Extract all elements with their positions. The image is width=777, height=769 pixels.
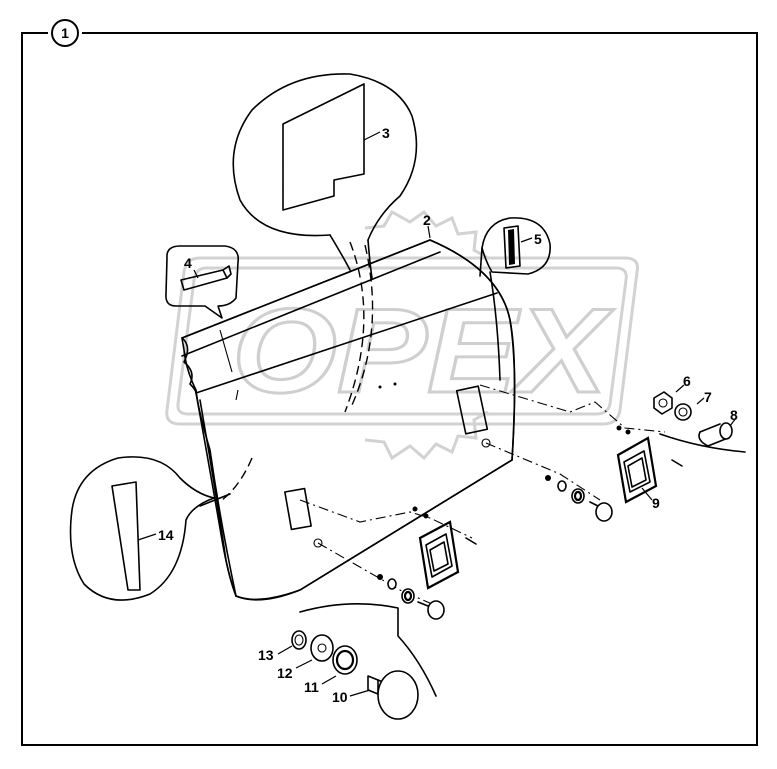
part-label-2: 2 bbox=[423, 212, 431, 228]
opex-watermark: OPEX bbox=[165, 209, 639, 461]
leader-lines bbox=[137, 131, 737, 697]
part-label-10: 10 bbox=[332, 689, 348, 705]
fastener-stack-upper bbox=[545, 475, 613, 522]
assembly-badge: 1 bbox=[48, 19, 82, 47]
handle-upper bbox=[616, 425, 683, 504]
part-label-9: 9 bbox=[652, 495, 660, 511]
part-label-7: 7 bbox=[704, 389, 712, 405]
part-label-13: 13 bbox=[258, 647, 274, 663]
parts-6-7-8 bbox=[653, 391, 746, 453]
part-label-3: 3 bbox=[382, 125, 390, 141]
assembly-number: 1 bbox=[61, 25, 69, 41]
callout-bubble-4 bbox=[165, 245, 240, 319]
fastener-stack-lower bbox=[377, 574, 445, 620]
callout-bubble-5 bbox=[479, 217, 551, 277]
part-label-5: 5 bbox=[534, 231, 542, 247]
callout-bubble-14 bbox=[69, 456, 231, 601]
handle-lower bbox=[412, 506, 477, 590]
callout-bubble-3 bbox=[232, 73, 418, 279]
part-label-4: 4 bbox=[184, 255, 192, 271]
part-label-11: 11 bbox=[304, 679, 319, 695]
part-label-8: 8 bbox=[730, 407, 738, 423]
part-label-6: 6 bbox=[683, 373, 691, 389]
part-labels: 2 3 4 5 6 7 8 9 10 11 12 13 14 bbox=[158, 125, 738, 705]
part-label-12: 12 bbox=[277, 665, 293, 681]
door-panel bbox=[181, 239, 516, 601]
knob-assembly bbox=[291, 603, 437, 720]
part-label-14: 14 bbox=[158, 527, 174, 543]
diagram-frame bbox=[21, 32, 758, 746]
watermark-text: OPEX bbox=[232, 284, 615, 418]
